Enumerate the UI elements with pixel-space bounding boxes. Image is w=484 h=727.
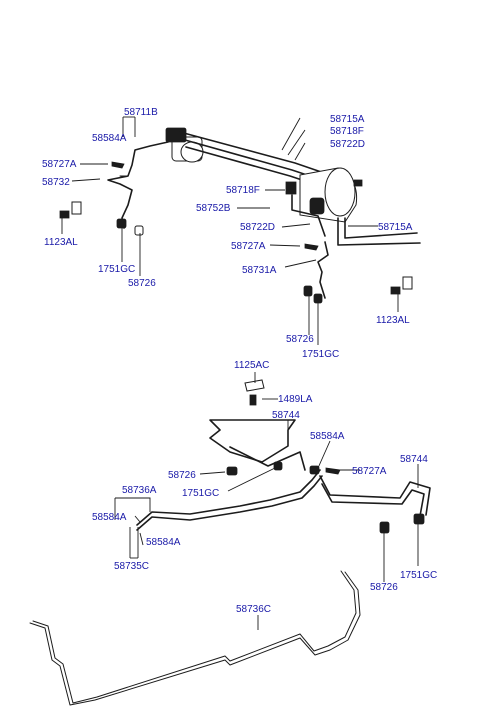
label-58732: 58732 [42,177,70,188]
leader-lines [61,116,419,630]
label-58727A-lower: 58727A [352,466,387,477]
label-1123AL-left: 1123AL [44,237,78,248]
label-58726-middle: 58726 [286,334,314,345]
callout-labels: 58711B 58584A 58727A 58732 1123AL 1751GC… [42,107,437,615]
label-1751GC-middle: 1751GC [302,349,339,360]
label-58711B: 58711B [124,107,158,118]
label-1123AL-right: 1123AL [376,315,410,326]
label-58727A-upper-left: 58727A [42,159,77,170]
label-58584A-lower: 58584A [146,537,181,548]
label-58722D-middle: 58722D [240,222,275,233]
label-58584A-upper-left: 58584A [92,133,127,144]
label-58726-center: 58726 [168,470,196,481]
label-58735C: 58735C [114,561,149,572]
label-58752B: 58752B [196,203,231,214]
label-58731A: 58731A [242,265,277,276]
label-58718F-middle: 58718F [226,185,260,196]
label-58584A-lower-left: 58584A [92,512,127,523]
label-1751GC-lower-right: 1751GC [400,570,437,581]
upper-assembly [59,127,421,304]
label-58718F-top: 58718F [330,126,364,137]
label-1125AC: 1125AC [234,360,269,371]
label-1489LA: 1489LA [278,394,313,405]
label-58736C: 58736C [236,604,271,615]
label-58744-right: 58744 [400,454,428,465]
label-58744-center: 58744 [272,410,300,421]
label-58727A-middle: 58727A [231,241,266,252]
label-58722D-top: 58722D [330,139,365,150]
label-58715A-top: 58715A [330,114,365,125]
label-58584A-center: 58584A [310,431,345,442]
label-1751GC-center: 1751GC [182,488,219,499]
label-1751GC-upper-left: 1751GC [98,264,135,275]
hydraulic-unit [285,167,421,246]
lower-assembly [29,379,431,706]
label-58715A-middle: 58715A [378,222,413,233]
label-58736A: 58736A [122,485,157,496]
label-58726-upper-left: 58726 [128,278,156,289]
label-58726-lower-right: 58726 [370,582,398,593]
